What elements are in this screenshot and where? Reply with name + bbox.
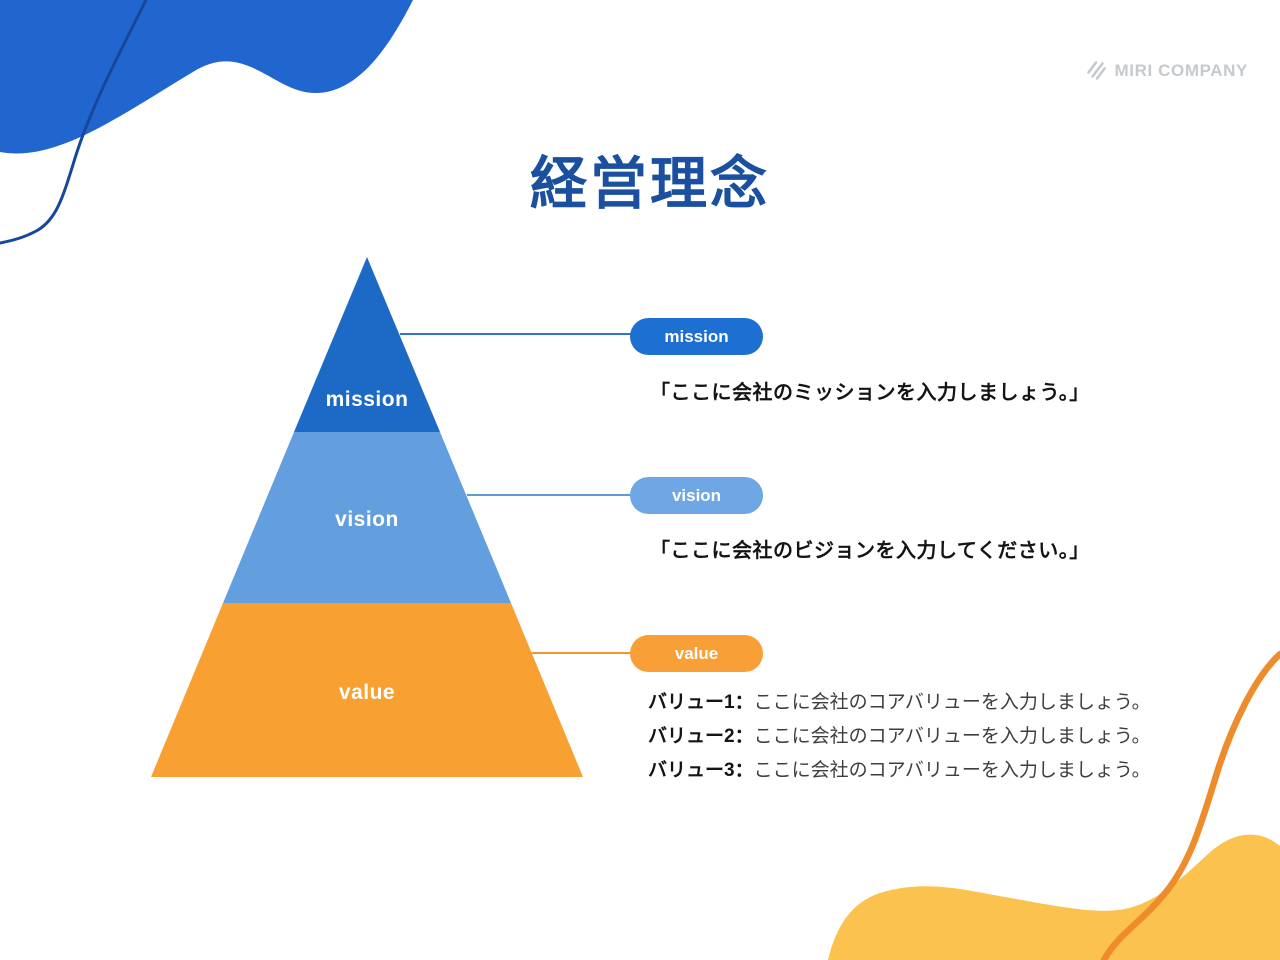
blue-blob-shape xyxy=(0,0,413,154)
value-pill-badge: value xyxy=(630,635,763,672)
navy-curve-line xyxy=(0,0,148,245)
pyramid-label-mission: mission xyxy=(325,388,409,411)
pyramid-label-value: value xyxy=(338,681,396,704)
pyramid-label-vision: vision xyxy=(335,508,399,531)
mission-pill-badge: mission xyxy=(630,318,763,355)
pyramid-segment-value xyxy=(151,603,583,777)
value-item-2-label: バリュー2： xyxy=(648,726,754,747)
mission-placeholder-text: 「ここに会社のミッションを入力しましょう。」 xyxy=(650,382,1090,404)
company-logo: MIRI COMPANY xyxy=(1085,59,1248,82)
value-item-3-text: ここに会社のコアバリューを入力しましょう。 xyxy=(753,760,1151,781)
value-item-3: バリュー3：ここに会社のコアバリューを入力しましょう。 xyxy=(648,754,1151,788)
logo-text: MIRI COMPANY xyxy=(1114,60,1248,80)
pyramid-segment-vision xyxy=(223,432,511,603)
logo-icon xyxy=(1086,61,1106,80)
vision-pill-badge: vision xyxy=(630,477,763,514)
value-item-1-label: バリュー1： xyxy=(648,692,754,713)
page-title: 経営理念 xyxy=(530,152,770,216)
value-item-2: バリュー2：ここに会社のコアバリューを入力しましょう。 xyxy=(648,720,1151,754)
value-list: バリュー1：ここに会社のコアバリューを入力しましょう。 バリュー2：ここに会社の… xyxy=(648,686,1151,788)
vision-placeholder-text: 「ここに会社のビジョンを入力してください。」 xyxy=(650,540,1090,562)
orange-curve-line xyxy=(1100,650,1280,960)
pyramid-segment-mission xyxy=(294,257,440,432)
value-item-2-text: ここに会社のコアバリューを入力しましょう。 xyxy=(753,726,1151,747)
value-item-3-label: バリュー3： xyxy=(648,760,754,781)
value-item-1-text: ここに会社のコアバリューを入力しましょう。 xyxy=(753,692,1151,713)
value-item-1: バリュー1：ここに会社のコアバリューを入力しましょう。 xyxy=(648,686,1151,720)
yellow-blob-shape xyxy=(828,834,1280,960)
